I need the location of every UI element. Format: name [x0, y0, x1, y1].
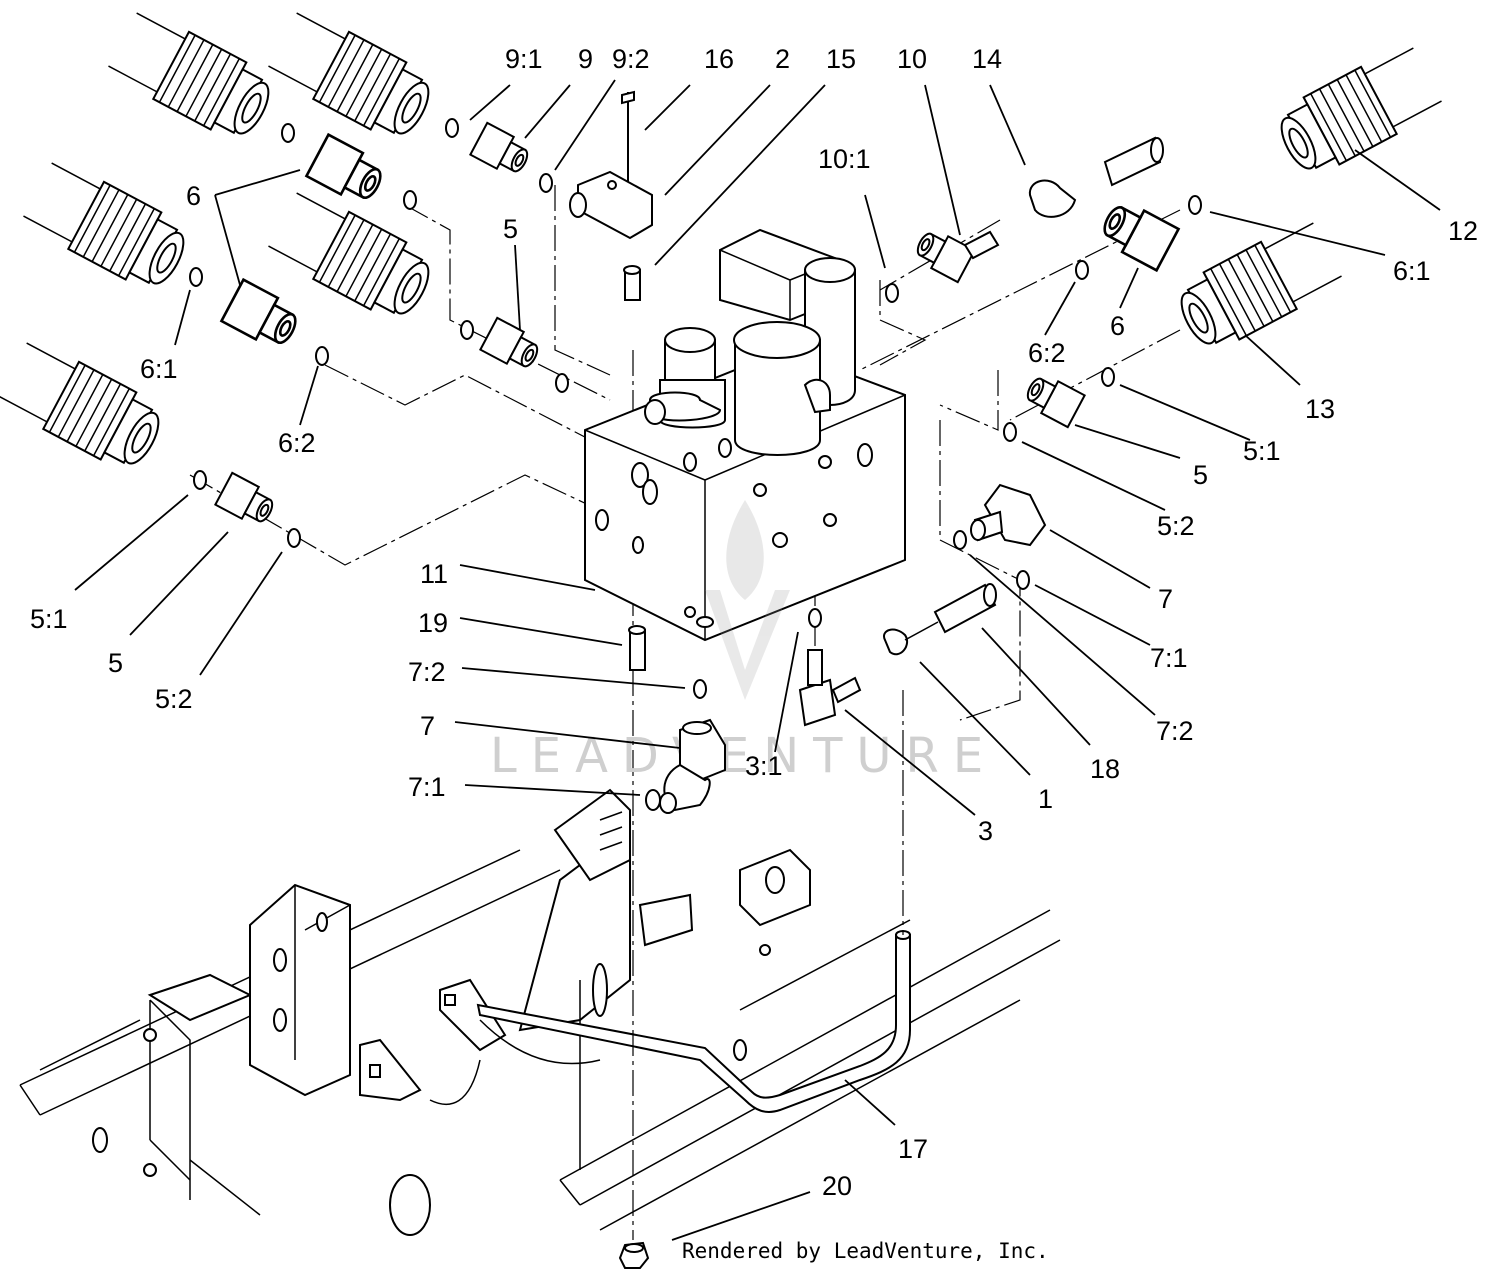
- callout-6-1-right: 6:1: [1393, 256, 1431, 286]
- callout-6-1-left: 6:1: [140, 354, 178, 384]
- callout-20: 20: [822, 1171, 852, 1201]
- callout-19: 19: [418, 608, 448, 638]
- frame-chassis: [19, 788, 1061, 1236]
- callout-10-1: 10:1: [818, 144, 871, 174]
- parts-misc: [569, 90, 1164, 1269]
- callout-7-2-right: 7:2: [1156, 716, 1194, 746]
- callout-16: 16: [704, 44, 734, 74]
- callout-6-2-right: 6:2: [1028, 338, 1066, 368]
- watermark-text: LEADVENTURE: [490, 728, 997, 784]
- callout-18: 18: [1090, 754, 1120, 784]
- fitting-5-right: [1020, 369, 1086, 429]
- callout-10: 10: [897, 44, 927, 74]
- callout-9: 9: [578, 44, 593, 74]
- callout-7-2-left: 7:2: [408, 657, 446, 687]
- callout-6-2-left: 6:2: [278, 428, 316, 458]
- callout-5-1-left: 5:1: [30, 604, 68, 634]
- callout-7-left: 7: [420, 711, 435, 741]
- callout-labels: 9:1 9 9:2 16 2 15 10 14 10:1 12 6:1 6 5 …: [30, 44, 1478, 1201]
- callout-7-1-left: 7:1: [408, 772, 446, 802]
- render-credit: Rendered by LeadVenture, Inc.: [682, 1239, 1049, 1263]
- callout-1: 1: [1038, 784, 1053, 814]
- callout-12: 12: [1448, 216, 1478, 246]
- hose-end-top-left-1: [103, 5, 281, 149]
- callout-5-2-right: 5:2: [1157, 511, 1195, 541]
- fitting-6-right: [1095, 195, 1180, 272]
- callout-3-1: 3:1: [745, 751, 783, 781]
- hose-end-12: [1269, 40, 1447, 184]
- callout-7-right: 7: [1158, 584, 1173, 614]
- callout-14: 14: [972, 44, 1002, 74]
- callout-9-2: 9:2: [612, 44, 650, 74]
- callout-5-mid: 5: [503, 214, 518, 244]
- callout-13: 13: [1305, 394, 1335, 424]
- callout-5-right: 5: [1193, 460, 1208, 490]
- leader-lines: [74, 79, 1441, 1241]
- callout-17: 17: [898, 1134, 928, 1164]
- fitting-6-top: [305, 133, 390, 210]
- callout-6-left-top: 6: [186, 181, 201, 211]
- tube-17: [476, 930, 911, 1113]
- hose-end-13: [1169, 215, 1347, 359]
- fitting-9: [469, 121, 535, 181]
- callout-11: 11: [420, 559, 448, 589]
- fitting-6-left: [220, 278, 305, 355]
- callout-15: 15: [826, 44, 856, 74]
- callout-5-1-right: 5:1: [1243, 436, 1281, 466]
- callout-5-2-left: 5:2: [155, 684, 193, 714]
- callout-7-1-right: 7:1: [1150, 643, 1188, 673]
- fitting-5-center: [479, 316, 545, 376]
- callout-9-1: 9:1: [505, 44, 543, 74]
- callout-3: 3: [978, 816, 993, 846]
- manifold-block: [584, 228, 906, 642]
- callout-6-right: 6: [1110, 311, 1125, 341]
- fitting-10: [910, 224, 976, 284]
- watermark-logo: [705, 500, 790, 700]
- callout-2: 2: [775, 44, 790, 74]
- callout-5-left: 5: [108, 648, 123, 678]
- hose-end-left-mid: [18, 155, 196, 299]
